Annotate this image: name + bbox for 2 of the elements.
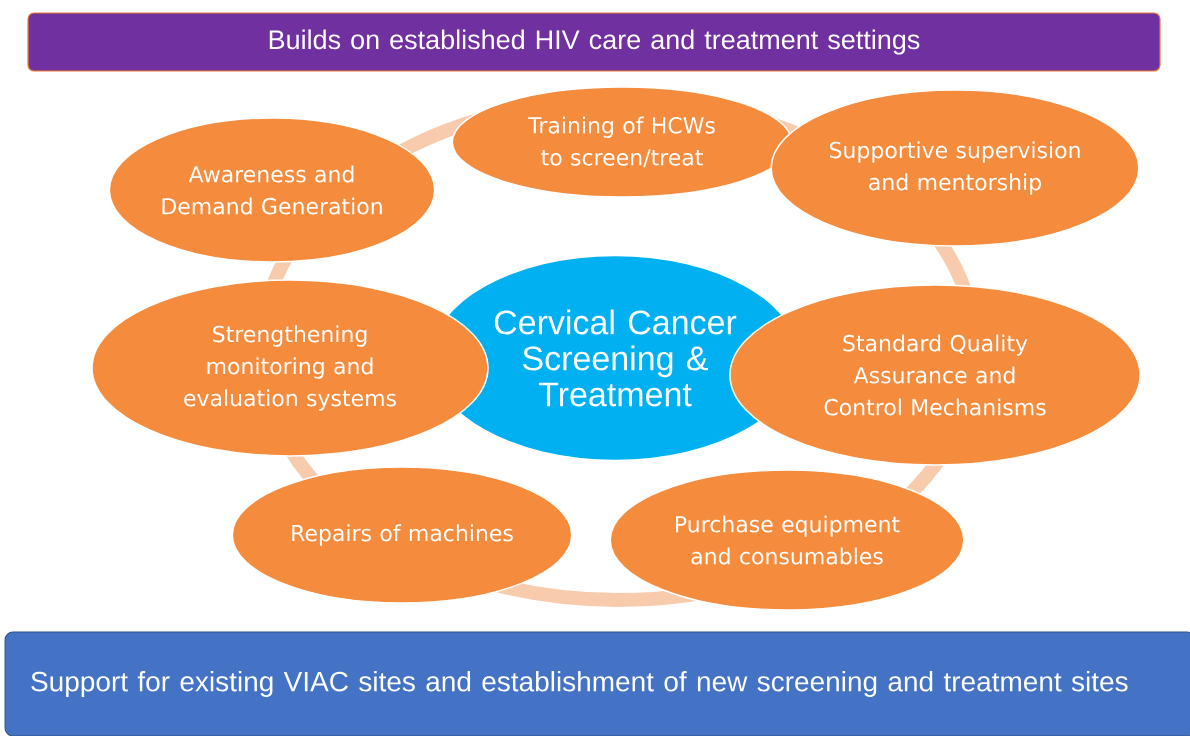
footer-banner: Support for existing VIAC sites and establishment of new screening and treatment sites <box>4 631 1190 736</box>
banner: Builds on established HIV care and treatment settings <box>27 12 1161 72</box>
